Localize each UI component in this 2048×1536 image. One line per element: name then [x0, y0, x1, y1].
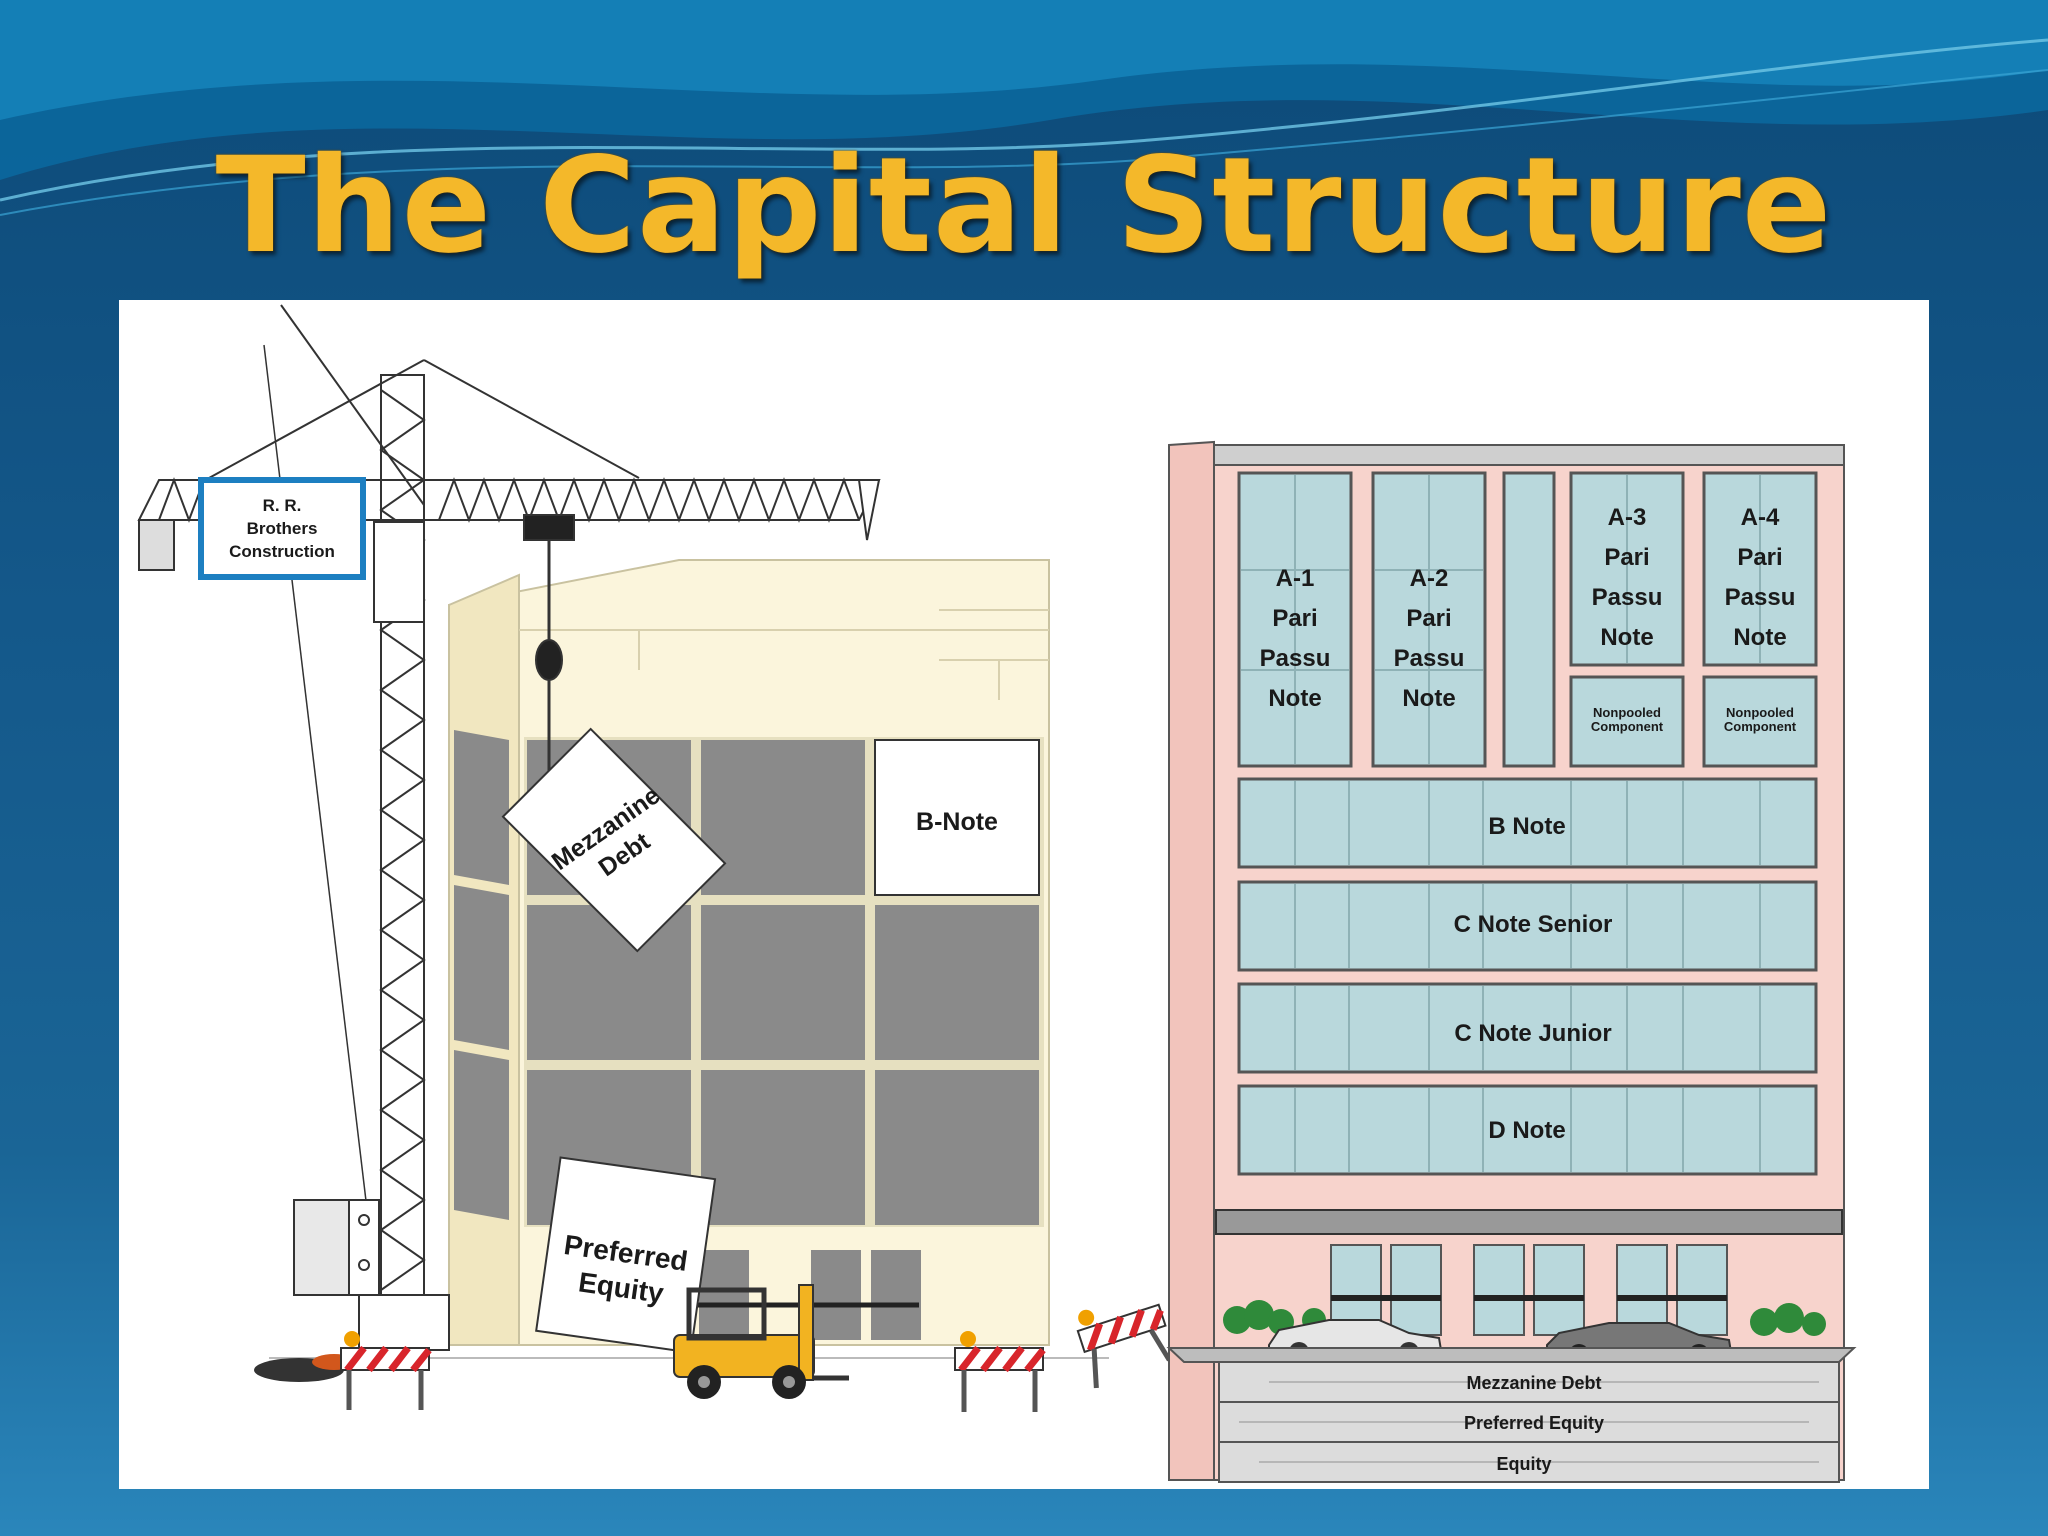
- floor-c-note-senior: C Note Senior: [1237, 880, 1818, 972]
- shrubs: [1223, 1300, 1826, 1336]
- note-a1-line-2: Pari: [1272, 605, 1317, 632]
- note-a1-line-1: A-1: [1276, 565, 1315, 592]
- floor-b-note-label: B Note: [1488, 813, 1565, 840]
- floor-b-note: B Note: [1237, 777, 1818, 869]
- note-a2-line-4: Note: [1402, 685, 1455, 712]
- nonpooled-component-a3: Nonpooled Component: [1591, 705, 1664, 734]
- floor-d-note-label: D Note: [1488, 1117, 1565, 1144]
- barricade: [1076, 1303, 1172, 1389]
- note-a3: A-3 Pari Passu Note: [1592, 504, 1663, 651]
- note-a4-line-2: Pari: [1737, 544, 1782, 571]
- note-a2: A-2 Pari Passu Note: [1394, 565, 1465, 712]
- preferred-equity-sign: Preferred Equity: [535, 1156, 717, 1354]
- note-a1-line-3: Passu: [1260, 645, 1331, 672]
- dark-window: [875, 905, 1039, 1060]
- nonpooled-a3-line-2: Component: [1591, 719, 1664, 734]
- dark-window: [527, 905, 691, 1060]
- barricade: [340, 1331, 432, 1410]
- crane-company-sign: R. R. Brothers Construction: [198, 477, 366, 580]
- note-a3-line-2: Pari: [1604, 544, 1649, 571]
- dark-window: [875, 1070, 1039, 1225]
- note-a4-line-3: Passu: [1725, 584, 1796, 611]
- note-a2-line-1: A-2: [1410, 565, 1449, 592]
- floor-c-note-senior-label: C Note Senior: [1454, 911, 1613, 938]
- b-note-sign-label: B-Note: [916, 808, 998, 836]
- dark-window: [701, 905, 865, 1060]
- note-a4-line-4: Note: [1733, 624, 1786, 651]
- floor-d-note: D Note: [1237, 1084, 1818, 1176]
- note-a3-line-3: Passu: [1592, 584, 1663, 611]
- floor-c-note-junior-label: C Note Junior: [1454, 1020, 1611, 1047]
- foundation-preferred-equity: Preferred Equity: [1464, 1413, 1604, 1433]
- slide-title: The Capital Structure: [215, 129, 1833, 283]
- b-note-sign: B-Note: [874, 739, 1040, 896]
- dark-window: [701, 1070, 865, 1225]
- tower-window-mullions: [1241, 475, 1761, 764]
- capital-structure-illustration: B-Note R. R. Bro: [119, 300, 1929, 1489]
- crane-sign-line-2: Brothers: [247, 519, 318, 538]
- foundation: [1166, 1347, 1857, 1483]
- old-building: [448, 559, 1050, 1346]
- nonpooled-a4-line-1: Nonpooled: [1726, 705, 1794, 720]
- note-a2-line-3: Passu: [1394, 645, 1465, 672]
- note-a1-line-4: Note: [1268, 685, 1321, 712]
- header-waves: [0, 0, 2048, 216]
- nonpooled-a4-line-2: Component: [1724, 719, 1797, 734]
- barricade: [954, 1331, 1046, 1412]
- note-a3-line-4: Note: [1600, 624, 1653, 651]
- note-a1: A-1 Pari Passu Note: [1260, 565, 1331, 712]
- foundation-equity: Equity: [1496, 1454, 1551, 1474]
- note-a4-line-1: A-4: [1741, 504, 1780, 531]
- floor-c-note-junior: C Note Junior: [1237, 982, 1818, 1074]
- nonpooled-a3-line-1: Nonpooled: [1593, 705, 1661, 720]
- nonpooled-component-a4: Nonpooled Component: [1724, 705, 1797, 734]
- crane-sign-line-3: Construction: [229, 542, 335, 561]
- note-a2-line-2: Pari: [1406, 605, 1451, 632]
- note-a4: A-4 Pari Passu Note: [1725, 504, 1796, 651]
- mezzanine-debt-sign: Mezzanine Debt: [501, 727, 727, 953]
- foundation-mezzanine-debt: Mezzanine Debt: [1466, 1373, 1601, 1393]
- illustration-canvas: B-Note R. R. Bro: [137, 304, 1857, 1483]
- note-a3-line-1: A-3: [1608, 504, 1647, 531]
- dark-window: [701, 740, 865, 895]
- forklift: [673, 1284, 849, 1399]
- crane-sign-line-1: R. R.: [263, 496, 302, 515]
